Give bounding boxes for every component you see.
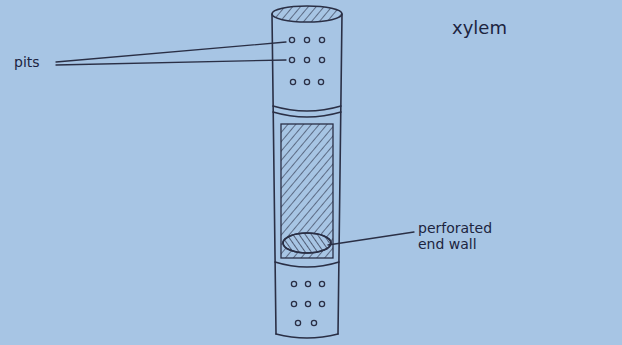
vessel-base — [276, 334, 338, 338]
part-label: pits — [14, 54, 40, 70]
segment-joint — [275, 262, 339, 267]
pits — [289, 37, 324, 325]
tube-wall — [272, 14, 276, 334]
title-label: xylem — [452, 18, 507, 39]
vessel-lumen — [281, 124, 333, 258]
perforated-end-wall — [283, 233, 331, 253]
segment-joint — [273, 106, 341, 111]
leader-line — [56, 42, 286, 62]
tube-wall — [338, 14, 342, 334]
leader-line — [328, 232, 414, 245]
segment-joint — [273, 112, 341, 117]
vessel-opening — [272, 6, 342, 22]
leader-line — [56, 60, 286, 65]
part-label: perforated end wall — [418, 220, 500, 252]
end-wall-ground — [283, 233, 331, 253]
